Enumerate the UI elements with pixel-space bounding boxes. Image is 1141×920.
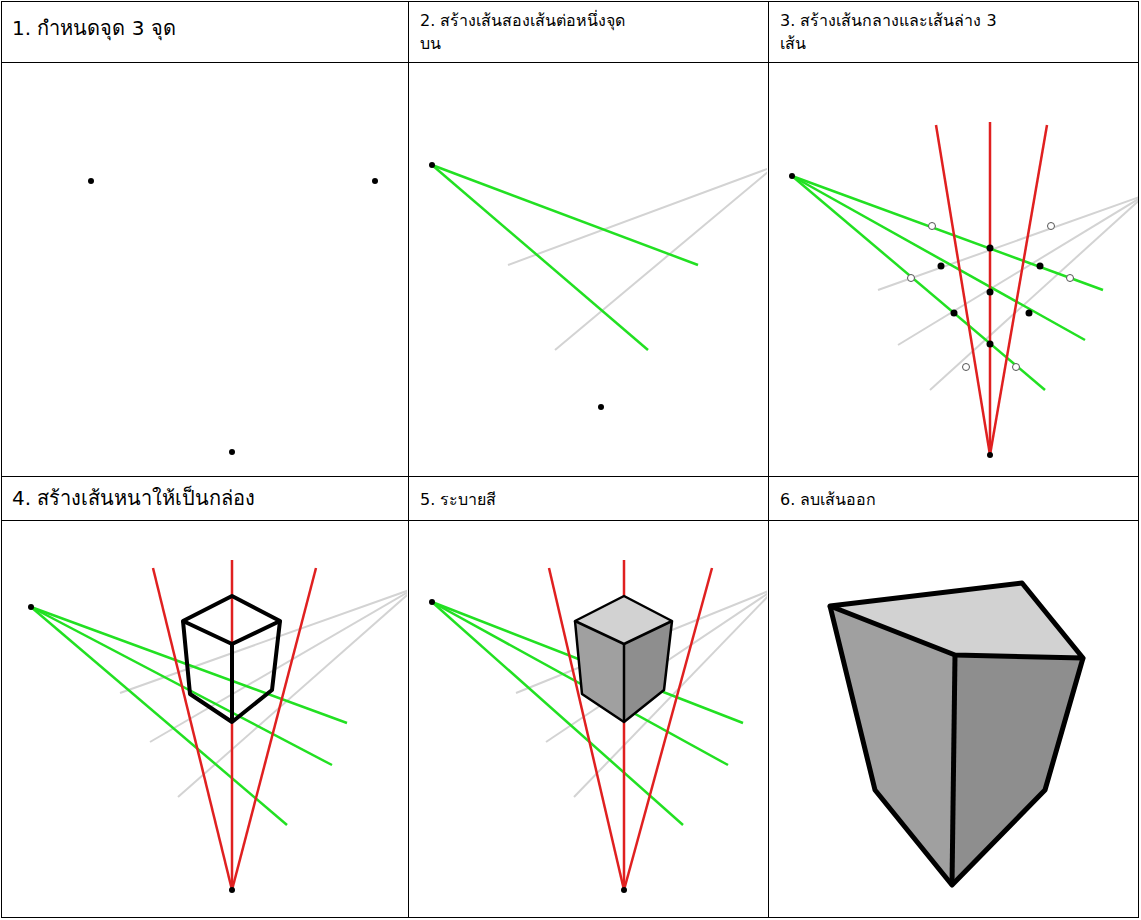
panel-box-shaded [429,560,767,893]
step-heading: 6. ลบเส้นออก [780,488,1120,511]
panel-two-lines [429,162,767,410]
step-heading: 2. สร้างเส้นสองเส้นต่อหนึ่งจุด บน [420,9,635,55]
finished-cube [830,583,1083,885]
step-heading: 1. กำหนดจุด 3 จุด [12,14,392,43]
step-heading: 5. ระบายสี [420,488,750,511]
three-points [88,178,378,455]
panel-three-lines [789,122,1138,458]
panel-box-outline [28,560,407,893]
step-heading: 4. สร้างเส้นหนาให้เป็นกล่อง [12,484,392,513]
step-heading: 3. สร้างเส้นกลางและเส้นล่าง 3 เส้น [780,9,1000,55]
